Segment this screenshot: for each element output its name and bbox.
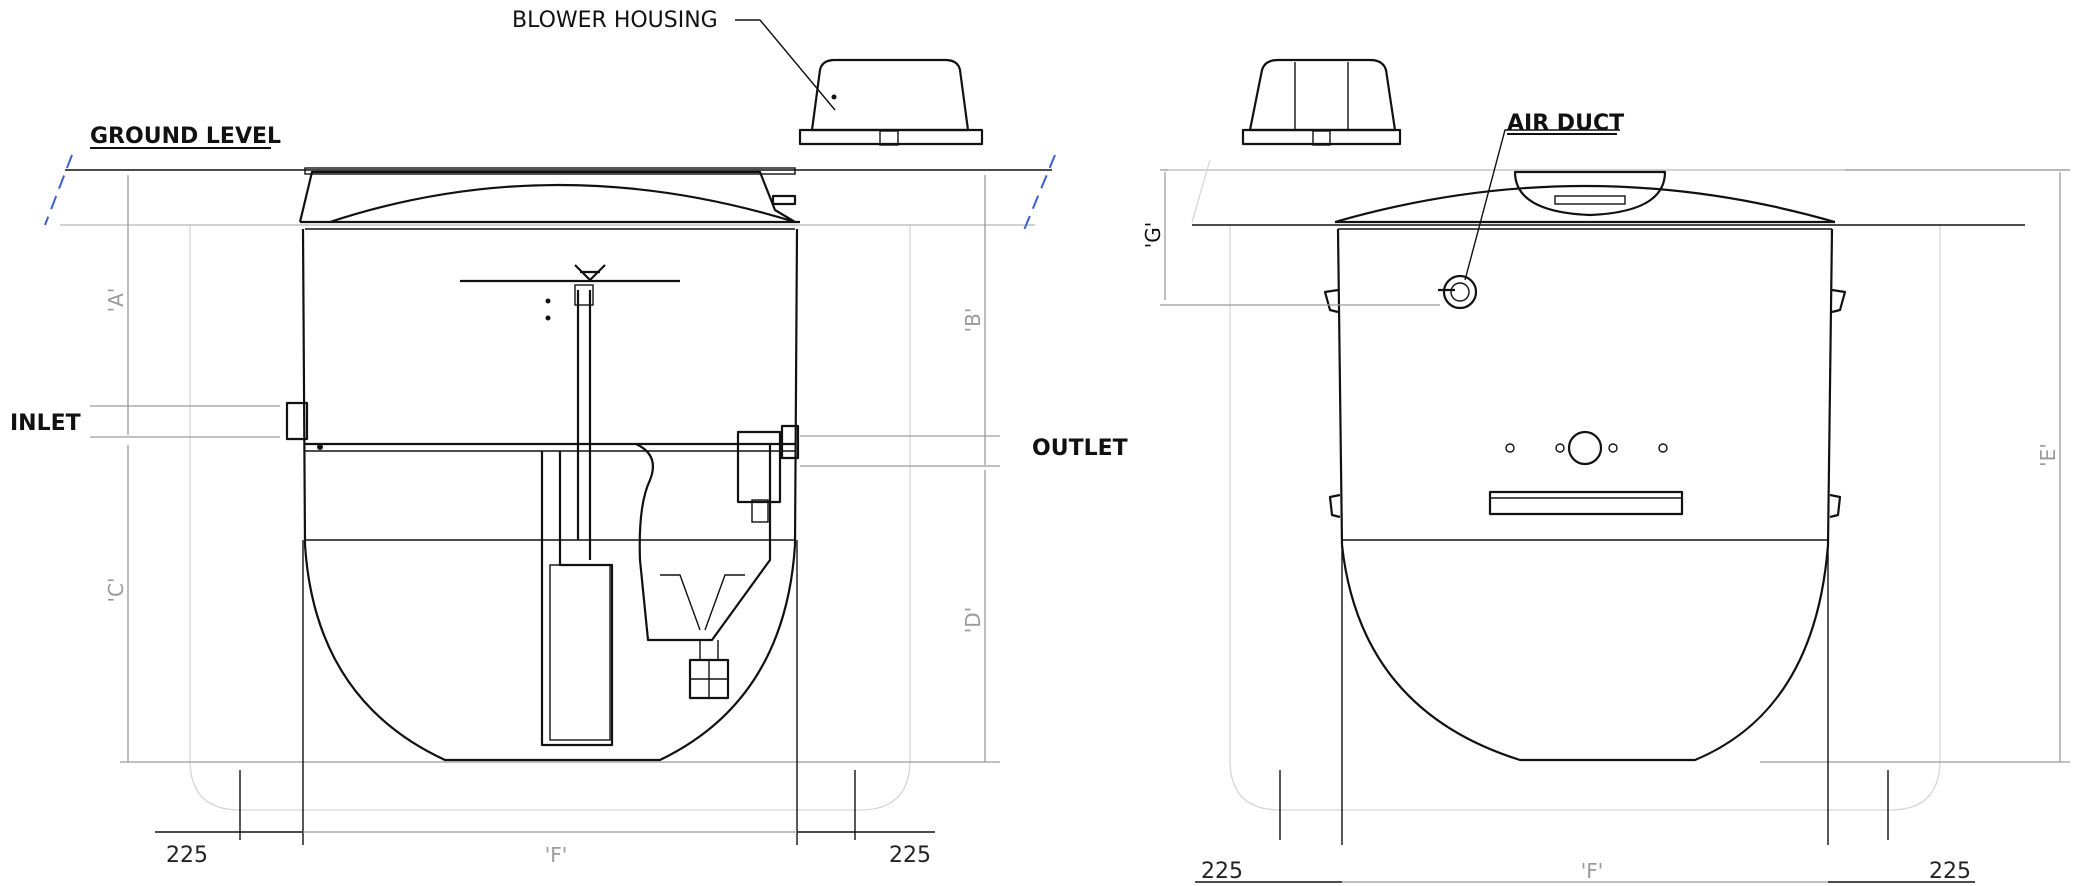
clearance-right-2: 225 [1929,859,1971,884]
excavation-outline [189,225,911,811]
outlet-chamber [736,430,782,504]
ground-marker-left [44,154,73,226]
inlet-label: INLET [10,411,81,436]
dimension-e: 'E' [2036,443,2060,467]
dimension-a: 'A' [104,288,128,313]
tank-lid [298,170,797,224]
dimension-c: 'C' [104,578,128,603]
end-elevation-view [1160,58,2070,883]
dimension-d: 'D' [961,607,985,633]
clearance-left-1: 225 [166,843,208,868]
outlet-label: OUTLET [1032,436,1128,461]
ground-marker-right [1021,154,1056,236]
blower-housing-end [1241,58,1402,146]
excavation-outline-right [1229,225,1941,811]
dimension-f-left: 'F' [545,843,568,867]
handle-bar [1488,490,1684,516]
air-duct-leader [1464,129,1620,281]
tank-body [301,228,799,762]
outlet-pipe [780,424,800,460]
access-lid [1513,170,1667,217]
air-duct-port [1442,274,1478,310]
dimension-g: 'G' [1141,222,1165,249]
blower-housing-side [798,58,984,146]
clearance-right-1: 225 [1201,859,1243,884]
inlet-pipe [285,401,309,441]
blower-housing-label: BLOWER HOUSING [512,8,718,33]
air-duct-label: AIR DUCT [1507,111,1624,136]
dimension-b: 'B' [961,308,985,333]
tank-body-end [1336,228,1834,762]
clarifier-cone [635,443,772,642]
front-port [1567,430,1603,466]
blower-housing-leader [735,19,836,111]
tank-dome-end [1334,184,1836,224]
ground-level-label: GROUND LEVEL [90,124,281,149]
side-section-view [44,19,1056,845]
dimension-f-right: 'F' [1581,859,1604,883]
clearance-left-2: 225 [889,843,931,868]
settlement-chamber [540,451,614,747]
